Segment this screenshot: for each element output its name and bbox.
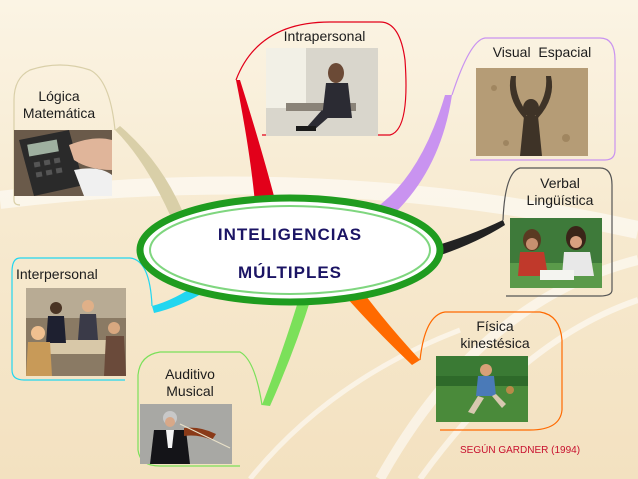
label-visual-espacial: Visual Espacial	[492, 44, 592, 60]
branch-verbal-linguistica	[428, 220, 505, 258]
label-intrapersonal: Intrapersonal	[283, 28, 366, 44]
center-title-line1: INTELIGENCIAS	[217, 225, 363, 244]
center-node	[136, 194, 444, 306]
photo-fisica-kinestesica	[436, 356, 528, 422]
branch-fisica-kinestesica	[340, 288, 420, 365]
outline-fisica-kinestesica	[419, 311, 563, 431]
photo-logica-matematica	[14, 130, 112, 196]
label-interpersonal: Interpersonal	[16, 266, 98, 282]
outline-logica-matematica	[13, 64, 116, 206]
photo-verbal-linguistica	[510, 218, 602, 288]
branch-intrapersonal	[236, 80, 275, 203]
photo-auditivo-musical	[140, 404, 232, 464]
outline-interpersonal	[11, 257, 153, 381]
photo-interpersonal	[26, 288, 126, 376]
label-verbal-linguistica: Verbal Lingüística	[526, 175, 594, 208]
outline-visual-espacial	[451, 37, 616, 161]
outline-verbal-linguistica	[502, 167, 613, 297]
label-logica-matematica: Lógica Matemática	[22, 88, 96, 121]
outline-intrapersonal	[235, 21, 407, 136]
label-auditivo-musical: Auditivo Musical	[165, 366, 215, 399]
branch-auditivo-musical	[262, 295, 312, 406]
center-title-line2: MÚLTIPLES	[237, 263, 343, 282]
label-fisica-kinestesica: Física kinestésica	[460, 318, 530, 351]
photo-intrapersonal	[266, 48, 378, 136]
source-note: SEGÚN GARDNER (1994)	[460, 445, 581, 456]
branch-logica-matematica	[115, 126, 182, 215]
photo-visual-espacial	[476, 68, 588, 156]
